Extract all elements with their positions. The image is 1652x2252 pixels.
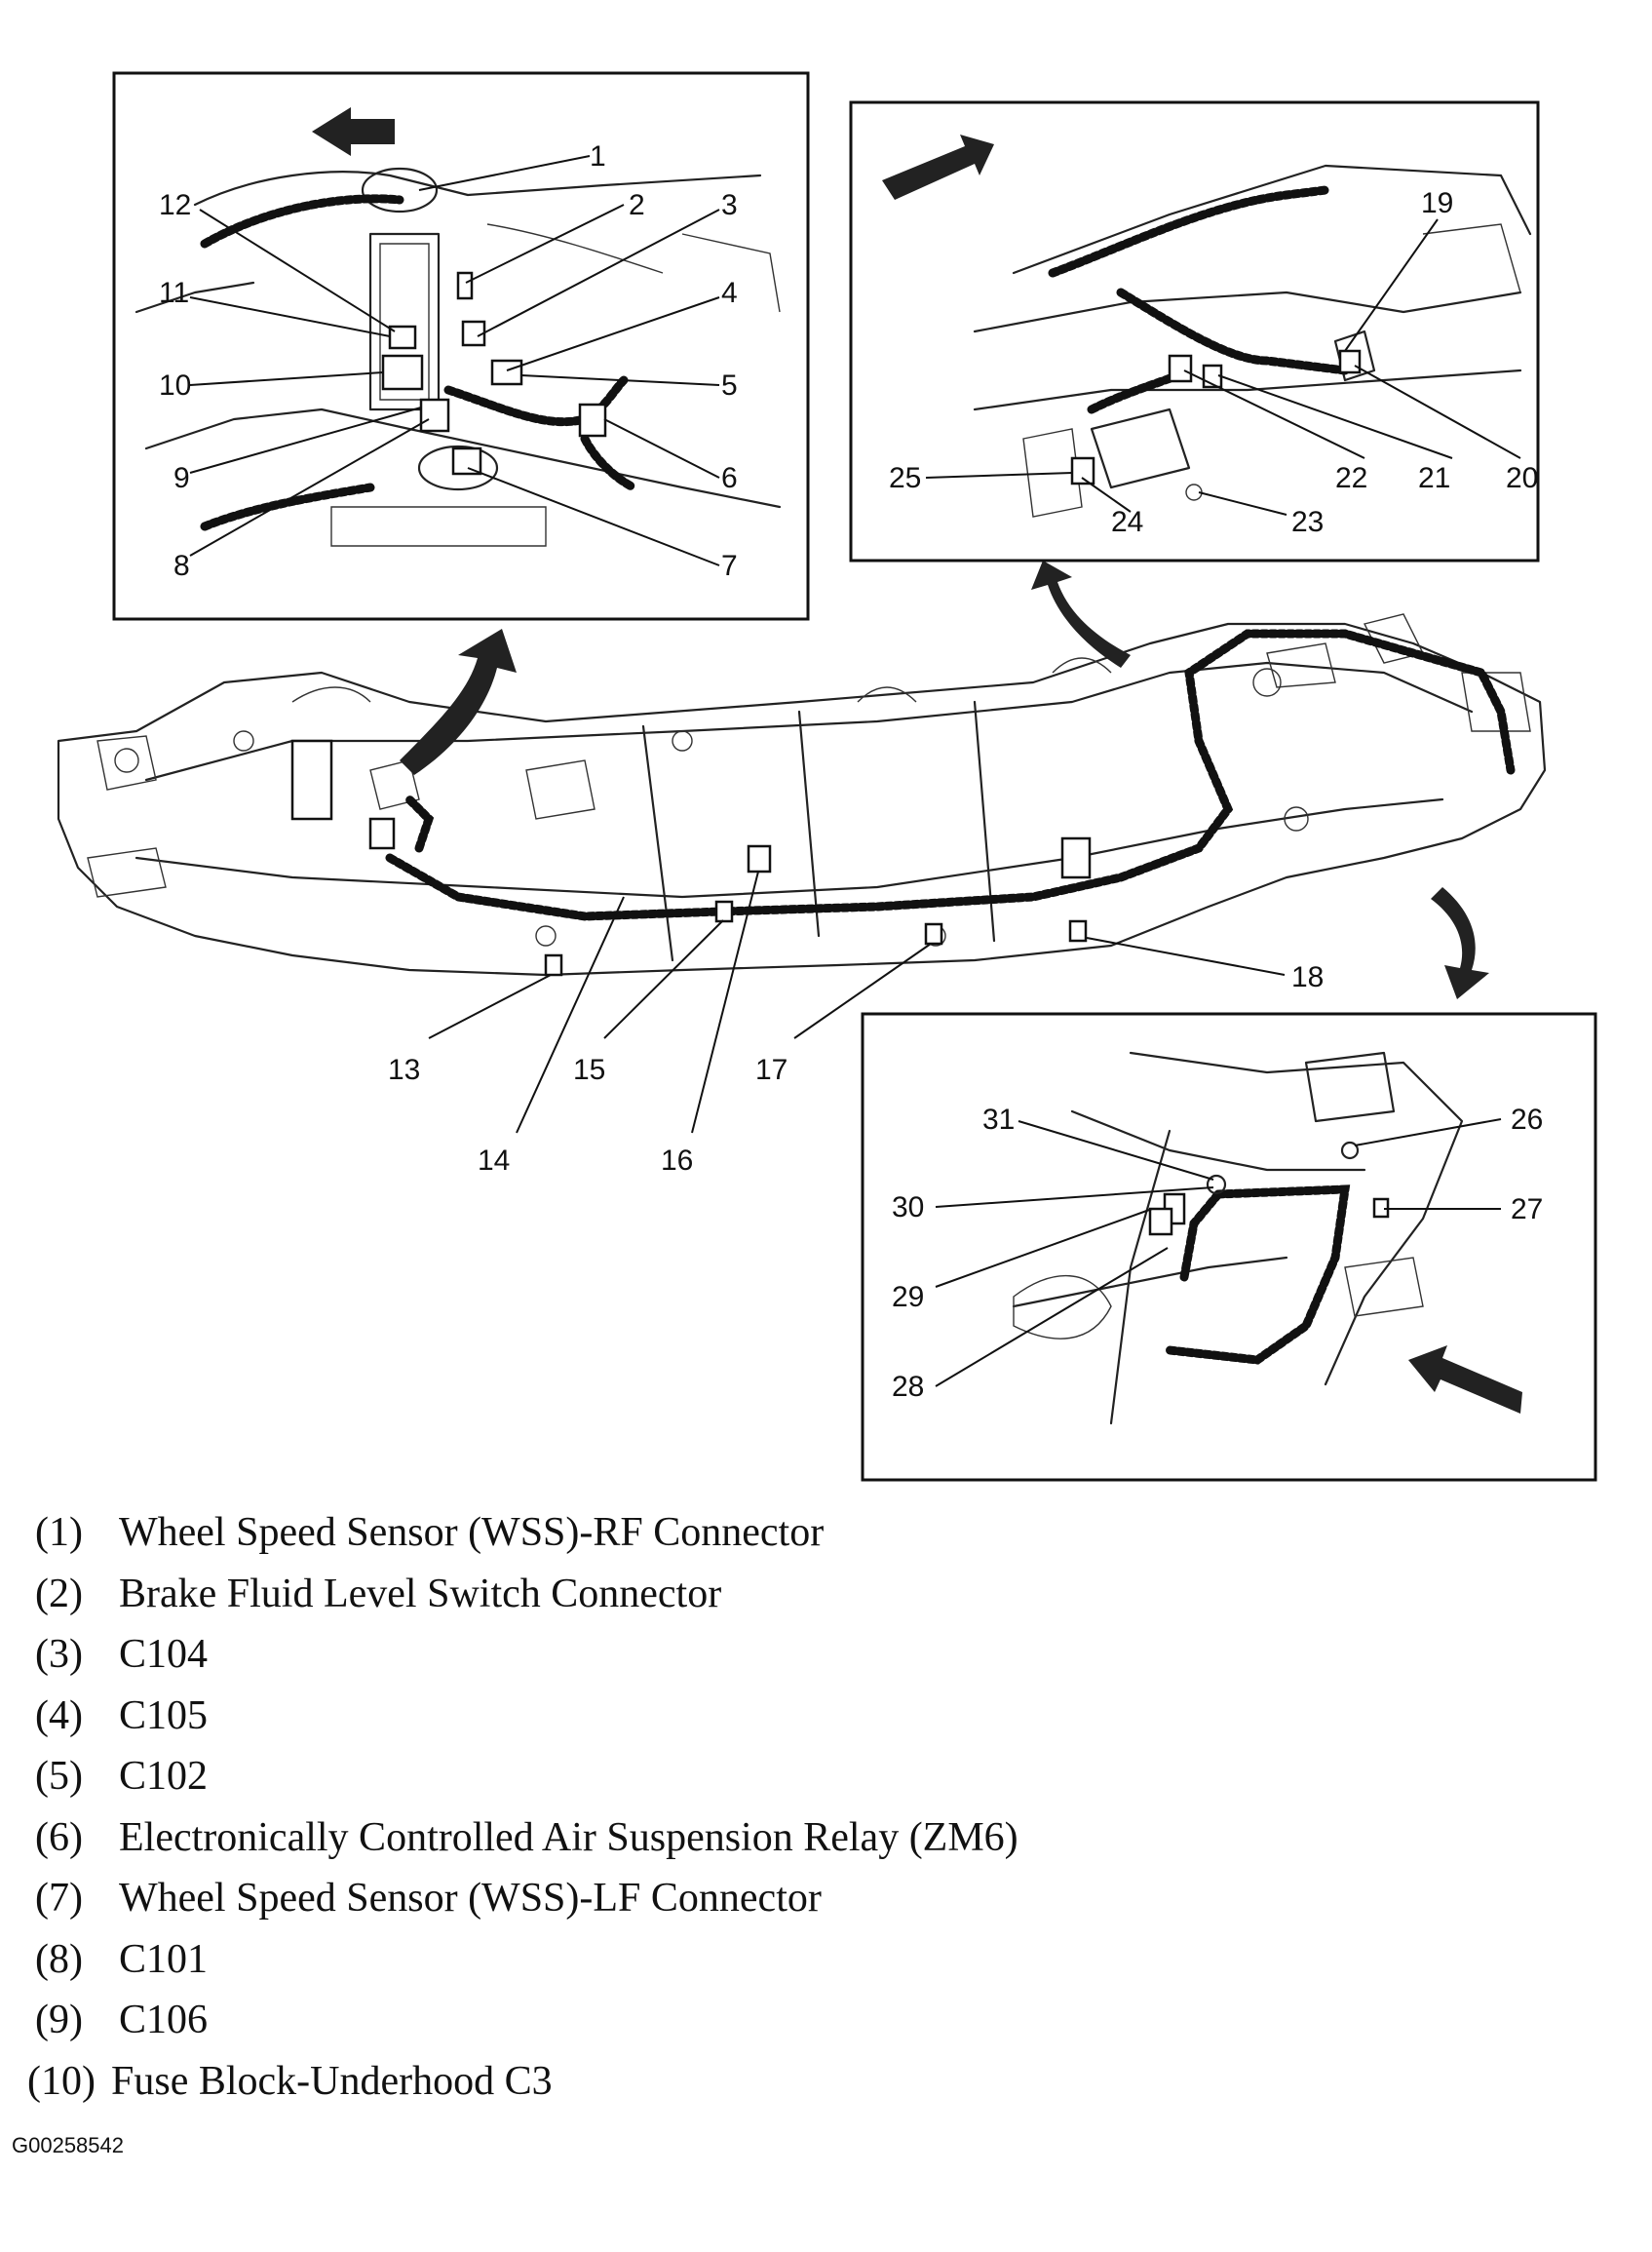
arrow-to-inset-right-bottom (1431, 887, 1489, 999)
main-connectors (544, 844, 1088, 977)
callout-10: 10 (159, 369, 191, 402)
callout-1: 1 (590, 140, 606, 173)
callout-25: 25 (889, 462, 921, 494)
legend-item: (1) Wheel Speed Sensor (WSS)-RF Connector (35, 1509, 1633, 1571)
legend-item: (4) C105 (35, 1692, 1633, 1754)
callout-4: 4 (721, 277, 738, 309)
legend-item-text: Wheel Speed Sensor (WSS)-LF Connector (119, 1876, 822, 1921)
inset-front-crossmember: 26 27 28 29 30 31 (861, 1012, 1597, 1482)
forward-arrow-icon (882, 135, 994, 200)
callout-18: 18 (1291, 961, 1324, 993)
arrow-to-inset-right-top (1031, 561, 1131, 668)
legend-item-number: (10) (27, 2058, 96, 2104)
legend-item-number: (7) (35, 1876, 83, 1921)
callout-6: 6 (721, 462, 738, 494)
legend-item-number: (2) (35, 1571, 83, 1616)
legend-item-number: (6) (35, 1814, 83, 1860)
legend-item-text: Fuse Block-Underhood C3 (111, 2058, 553, 2104)
callout-15: 15 (573, 1054, 605, 1086)
inset-engine-compartment: 1 2 3 4 5 6 7 8 9 10 11 12 (112, 71, 810, 621)
callout-11: 11 (159, 277, 189, 309)
callout-7: 7 (721, 550, 738, 582)
legend-item-number: (8) (35, 1936, 83, 1982)
callout-23: 23 (1291, 506, 1324, 538)
callout-29: 29 (892, 1281, 924, 1313)
legend-item-text: C106 (119, 1998, 209, 2042)
callout-27: 27 (1511, 1193, 1543, 1225)
legend-item-number: (5) (35, 1754, 83, 1799)
callout-30: 30 (892, 1191, 924, 1223)
callout-16: 16 (661, 1145, 693, 1177)
callout-9: 9 (173, 462, 190, 494)
legend-item-number: (4) (35, 1692, 83, 1738)
legend-item-text: Brake Fluid Level Switch Connector (119, 1571, 722, 1616)
callout-26: 26 (1511, 1104, 1543, 1136)
inset-rear-crossmember: 19 20 21 22 23 24 25 (849, 100, 1540, 563)
callout-17: 17 (755, 1054, 788, 1086)
callout-31: 31 (982, 1104, 1015, 1136)
callout-21: 21 (1418, 462, 1450, 494)
legend-item-text: Wheel Speed Sensor (WSS)-RF Connector (119, 1510, 825, 1555)
legend-item-text: C104 (119, 1632, 209, 1677)
legend-item: (3) C104 (35, 1631, 1633, 1692)
legend-item: (10) Fuse Block-Underhood C3 (27, 2058, 1633, 2119)
callout-2: 2 (629, 189, 645, 221)
callout-19: 19 (1421, 187, 1453, 219)
callout-22: 22 (1335, 462, 1367, 494)
harness-diagram: 13 14 15 16 17 18 (57, 71, 1597, 1482)
legend-list: (1) Wheel Speed Sensor (WSS)-RF Connector… (27, 1509, 1633, 2118)
legend-item: (7) Wheel Speed Sensor (WSS)-LF Connector (35, 1875, 1633, 1936)
main-harness (385, 629, 1516, 921)
arrow-to-inset-left (400, 629, 517, 775)
legend-item-number: (1) (35, 1510, 83, 1555)
main-callouts: 13 14 15 16 17 18 (388, 871, 1324, 1177)
legend-item: (9) C106 (35, 1997, 1633, 2058)
legend-item: (2) Brake Fluid Level Switch Connector (35, 1571, 1633, 1632)
callout-12: 12 (159, 189, 191, 221)
legend-item-number: (9) (35, 1998, 83, 2042)
rearward-arrow-icon (1408, 1345, 1522, 1414)
callout-14: 14 (478, 1145, 510, 1177)
figure-id: G00258542 (12, 2133, 124, 2157)
callout-5: 5 (721, 369, 738, 402)
legend-item-text: Electronically Controlled Air Suspension… (119, 1814, 1018, 1860)
legend-item: (8) C101 (35, 1936, 1633, 1998)
callout-8: 8 (173, 550, 190, 582)
legend-item: (5) C102 (35, 1753, 1633, 1814)
callout-3: 3 (721, 189, 738, 221)
legend-item-text: C101 (119, 1936, 209, 1982)
legend-item-number: (3) (35, 1632, 83, 1677)
legend-item: (6) Electronically Controlled Air Suspens… (35, 1814, 1633, 1876)
callout-28: 28 (892, 1371, 924, 1403)
left-arrow-icon (312, 107, 395, 156)
vehicle-frame (57, 613, 1547, 977)
callout-20: 20 (1506, 462, 1538, 494)
callout-24: 24 (1111, 506, 1143, 538)
legend-item-text: C105 (119, 1692, 209, 1738)
legend-item-text: C102 (119, 1754, 209, 1799)
callout-13: 13 (388, 1054, 420, 1086)
